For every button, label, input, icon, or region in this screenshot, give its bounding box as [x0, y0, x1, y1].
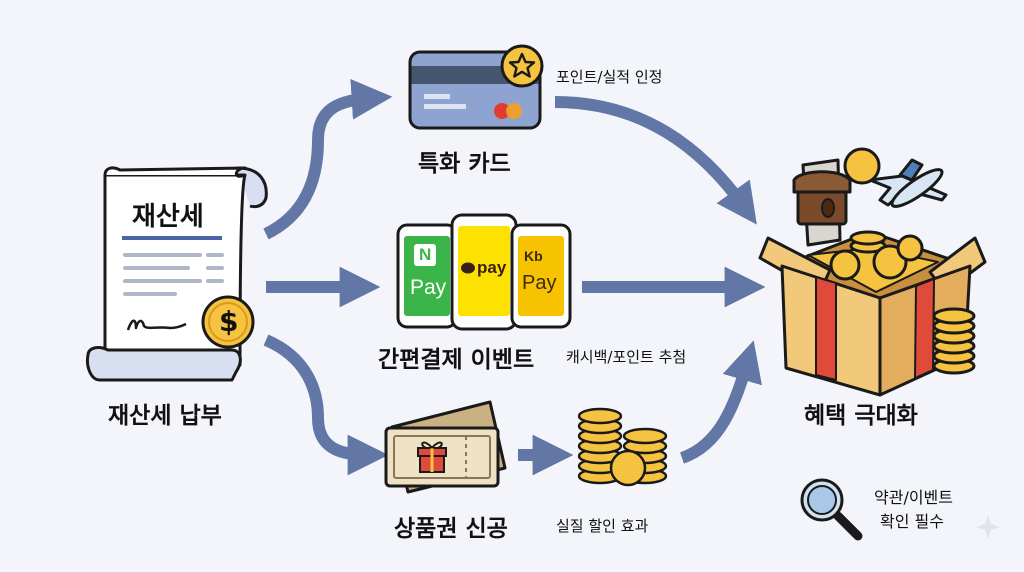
- easy-pay-label: 간편결제 이벤트: [378, 347, 535, 373]
- gift-card-note: 실질 할인 효과: [556, 517, 649, 535]
- card-label: 특화 카드: [418, 151, 511, 177]
- card-note: 포인트/실적 인정: [556, 68, 663, 86]
- benefit-box-icon: [758, 147, 987, 397]
- dollar-coin-icon: [201, 295, 255, 349]
- magnifier-icon: [800, 478, 863, 541]
- arrow-card-to-box: [554, 96, 757, 225]
- arrow-coins-to-box: [679, 340, 762, 464]
- arrow-tax-to-card: [263, 78, 393, 240]
- notice-line-2: 확인 필수: [880, 512, 944, 531]
- npay-phone-icon: [396, 223, 458, 329]
- npay-logo: N: [419, 245, 432, 264]
- kbpay-phone-icon: [510, 223, 572, 329]
- kbpay-text: Pay: [522, 272, 557, 294]
- gift-voucher-icon: [384, 400, 507, 494]
- sparkle-icon: [976, 515, 1000, 539]
- star-badge-icon: [500, 44, 544, 88]
- npay-text: Pay: [410, 276, 447, 299]
- result-label: 혜택 극대화: [804, 403, 918, 429]
- coin-stacks-icon: [577, 407, 668, 487]
- notice-line-1: 약관/이벤트: [874, 488, 953, 507]
- doc-title: 재산세: [132, 202, 204, 232]
- gift-card-label: 상품권 신공: [394, 516, 508, 542]
- arrow-tax-to-gift: [263, 334, 389, 476]
- kakaopay-text: pay: [477, 258, 507, 277]
- tax-payment-label: 재산세 납부: [108, 403, 222, 429]
- coin-symbol: $: [219, 305, 239, 338]
- easy-pay-note: 캐시백/포인트 추첨: [566, 348, 687, 366]
- kbpay-logo: Kb: [524, 248, 543, 264]
